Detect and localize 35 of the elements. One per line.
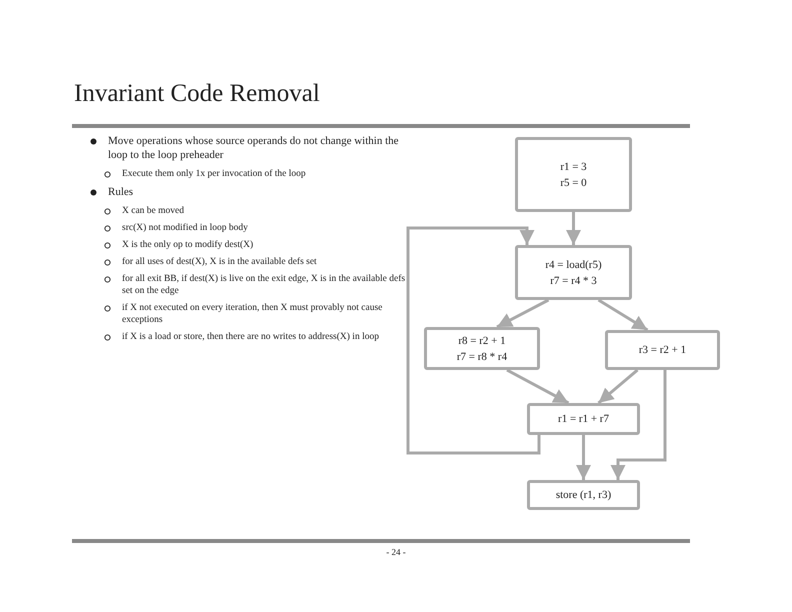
arrow [566,212,581,245]
arrow [610,370,666,480]
bullet-text: Move operations whose source operands do not change within the loop to the loop preheader [108,134,400,162]
arrow [598,298,648,332]
code-line: r3 = r2 + 1 [638,343,686,358]
arrow [506,368,570,404]
code-block [527,480,640,510]
code-line: r5 = 0 [560,176,587,190]
code-line: r7 = r4 * 3 [550,274,597,288]
code-line: r1 = 3 [560,160,587,174]
sub-bullet-text: for all exit BB, if dest(X) is live on the exit edge, X is in the available defs set on the edge [122,273,406,297]
arrow [406,226,540,454]
sub-bullet-text: for all uses of dest(X), X is in the available defs set [122,256,318,268]
code-line: r7 = r8 * r4 [456,350,508,364]
page-number: - 24 - [385,546,407,559]
code-line: store (r1, r3) [556,488,612,503]
code-block [605,330,720,370]
sub-bullet-text: X can be moved [122,205,185,217]
arrow [496,298,550,328]
code-block [527,403,640,435]
arrow [598,368,638,404]
code-block [515,245,632,300]
sub-bullet-text: if X is a load or store, then there are no writes to address(X) in loop [122,331,380,343]
arrow [576,435,591,480]
slide-title: Invariant Code Removal [74,80,320,108]
code-line: r8 = r2 + 1 [458,334,506,348]
code-line: r4 = load(r5) [545,258,602,272]
code-block [424,327,540,370]
sub-bullet-text: if X not executed on every iteration, then X must provably not cause exceptions [122,302,384,326]
sub-bullet-text: Execute them only 1x per invocation of the loop [122,168,307,180]
code-block [515,137,632,212]
code-line: r1 = r1 + r7 [558,412,609,427]
bullet-text: Rules [108,185,134,199]
sub-bullet-text: src(X) not modified in loop body [122,222,249,234]
sub-bullet-text: X is the only op to modify dest(X) [122,239,254,251]
